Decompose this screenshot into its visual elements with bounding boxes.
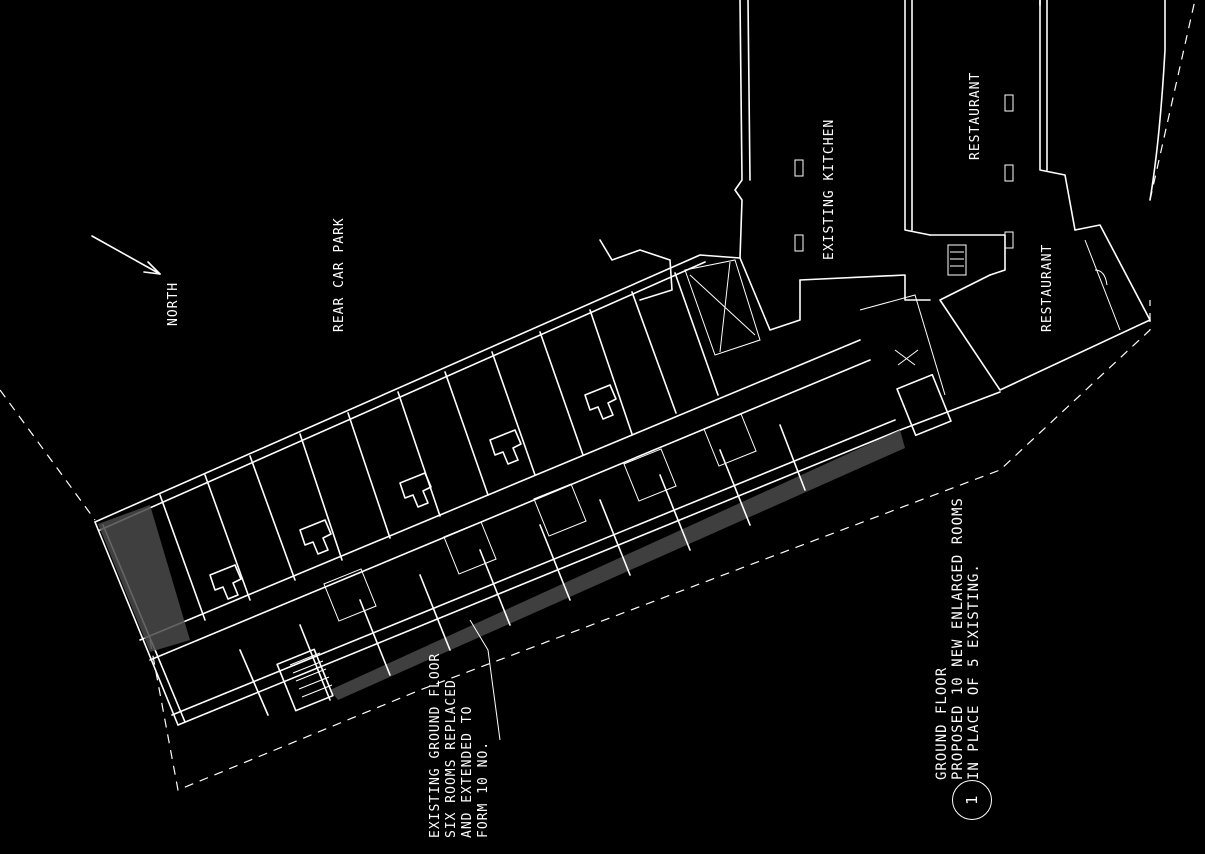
stair <box>276 373 952 712</box>
facade-shading <box>330 430 905 700</box>
existing-kitchen-label: EXISTING KITCHEN <box>822 118 837 260</box>
note-line: IN PLACE OF 5 EXISTING. <box>966 563 982 780</box>
rear-car-park-label: REAR CAR PARK <box>332 217 347 332</box>
note-line: SIX ROOMS REPLACED <box>444 679 459 838</box>
drawing-number: 1 <box>963 795 981 805</box>
existing-building <box>599 0 1166 396</box>
bathroom-pods-lower <box>323 413 757 622</box>
note-line: PROPOSED 10 NEW ENLARGED ROOMS <box>950 497 966 780</box>
note-line: GROUND FLOOR <box>934 666 950 780</box>
bathroom-pods-upper <box>209 384 617 600</box>
note-line: EXISTING GROUND FLOOR <box>428 652 443 838</box>
note-line: AND EXTENDED TO <box>460 705 475 838</box>
lower-room-partitions <box>239 424 806 716</box>
upper-room-partitions <box>159 272 719 621</box>
north-arrow-icon <box>91 235 161 275</box>
restaurant-label-upper: RESTAURANT <box>968 71 983 160</box>
north-label: NORTH <box>166 281 181 326</box>
restaurant-label-lower: RESTAURANT <box>1040 243 1055 332</box>
existing-rooms-note: EXISTING GROUND FLOOR SIX ROOMS REPLACED… <box>428 653 492 838</box>
annotation-leader <box>469 619 501 741</box>
site-boundary <box>0 0 1196 791</box>
proposal-note: GROUND FLOOR PROPOSED 10 NEW ENLARGED RO… <box>934 497 982 780</box>
drawing-number-badge: 1 <box>952 780 992 820</box>
end-wall-shading <box>98 505 190 652</box>
hotel-wing-walls <box>94 254 1001 726</box>
note-line: FORM 10 NO. <box>476 740 491 838</box>
